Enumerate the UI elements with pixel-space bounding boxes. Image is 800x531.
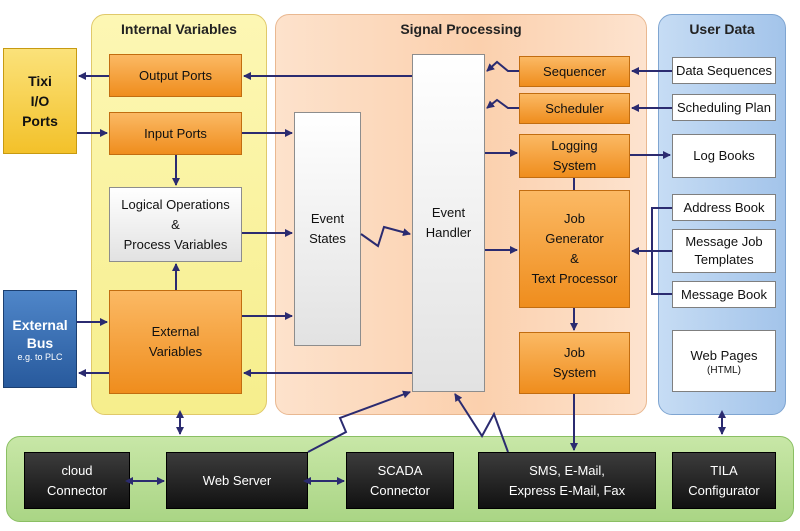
jobsys-line1: Job <box>564 345 585 360</box>
event-handler-line2: Handler <box>425 225 472 240</box>
scheduler-box: Scheduler <box>519 93 630 124</box>
web-pages-line2: (HTML) <box>707 364 741 376</box>
jobsys-line2: System <box>552 365 597 380</box>
signal-processing-title: Signal Processing <box>400 21 522 37</box>
sms-line2: Express E-Mail, Fax <box>508 482 626 498</box>
external-variables-line1: External <box>151 324 200 339</box>
external-bus-box: External Bus e.g. to PLC <box>3 290 77 388</box>
io-ports-line3: Ports <box>22 113 58 129</box>
tila-line2: Configurator <box>688 482 760 498</box>
scada-connector-box: SCADA Connector <box>346 452 454 509</box>
job-generator-box: Job Generator & Text Processor <box>519 190 630 308</box>
tixi-io-ports-box: Tixi I/O Ports <box>3 48 77 154</box>
external-bus-line2: Bus <box>26 334 54 351</box>
msg-templates-line2: Templates <box>694 252 754 267</box>
scheduling-plan-box: Scheduling Plan <box>672 94 776 121</box>
message-job-templates-box: Message Job Templates <box>672 229 776 273</box>
external-variables-box: External Variables <box>109 290 242 394</box>
io-ports-line1: Tixi <box>28 73 52 89</box>
external-bus-sub: e.g. to PLC <box>17 351 63 362</box>
log-books-box: Log Books <box>672 134 776 178</box>
scada-line1: SCADA <box>377 462 423 478</box>
web-pages-line1: Web Pages <box>690 347 758 363</box>
logical-line3: Process Variables <box>123 236 228 252</box>
sms-email-box: SMS, E-Mail, Express E-Mail, Fax <box>478 452 656 509</box>
output-ports-box: Output Ports <box>109 54 242 97</box>
job-system-box: Job System <box>519 332 630 394</box>
logical-line2: & <box>171 216 180 232</box>
jobgen-line4: Text Processor <box>531 271 618 286</box>
external-variables-line2: Variables <box>148 344 203 359</box>
io-ports-line2: I/O <box>30 93 50 109</box>
logging-line1: Logging <box>551 138 598 153</box>
external-bus-line1: External <box>12 316 68 333</box>
logical-line1: Logical Operations <box>121 196 230 212</box>
logging-line2: System <box>552 158 597 173</box>
jobgen-line3: & <box>570 251 579 266</box>
event-states-line2: States <box>309 231 346 246</box>
web-pages-box: Web Pages (HTML) <box>672 330 776 392</box>
event-states-box: Event States <box>294 112 361 346</box>
event-handler-line1: Event <box>431 205 466 220</box>
user-data-title: User Data <box>689 21 755 37</box>
cloud-line2: Connector <box>47 482 107 498</box>
jobgen-line2: Generator <box>545 231 604 246</box>
event-handler-box: Event Handler <box>412 54 485 392</box>
input-ports-box: Input Ports <box>109 112 242 155</box>
cloud-line1: cloud <box>61 462 93 478</box>
event-states-line1: Event <box>310 211 345 226</box>
scada-line2: Connector <box>370 482 430 498</box>
web-server-box: Web Server <box>166 452 308 509</box>
sms-line1: SMS, E-Mail, <box>529 462 605 478</box>
msg-templates-line1: Message Job <box>685 234 763 249</box>
tila-line1: TILA <box>710 462 738 478</box>
address-book-box: Address Book <box>672 194 776 221</box>
logical-operations-box: Logical Operations & Process Variables <box>109 187 242 262</box>
logging-system-box: Logging System <box>519 134 630 178</box>
cloud-connector-box: cloud Connector <box>24 452 130 509</box>
tila-configurator-box: TILA Configurator <box>672 452 776 509</box>
message-book-box: Message Book <box>672 281 776 308</box>
jobgen-line1: Job <box>564 211 585 226</box>
internal-variables-title: Internal Variables <box>121 21 237 37</box>
data-sequences-box: Data Sequences <box>672 57 776 84</box>
sequencer-box: Sequencer <box>519 56 630 87</box>
